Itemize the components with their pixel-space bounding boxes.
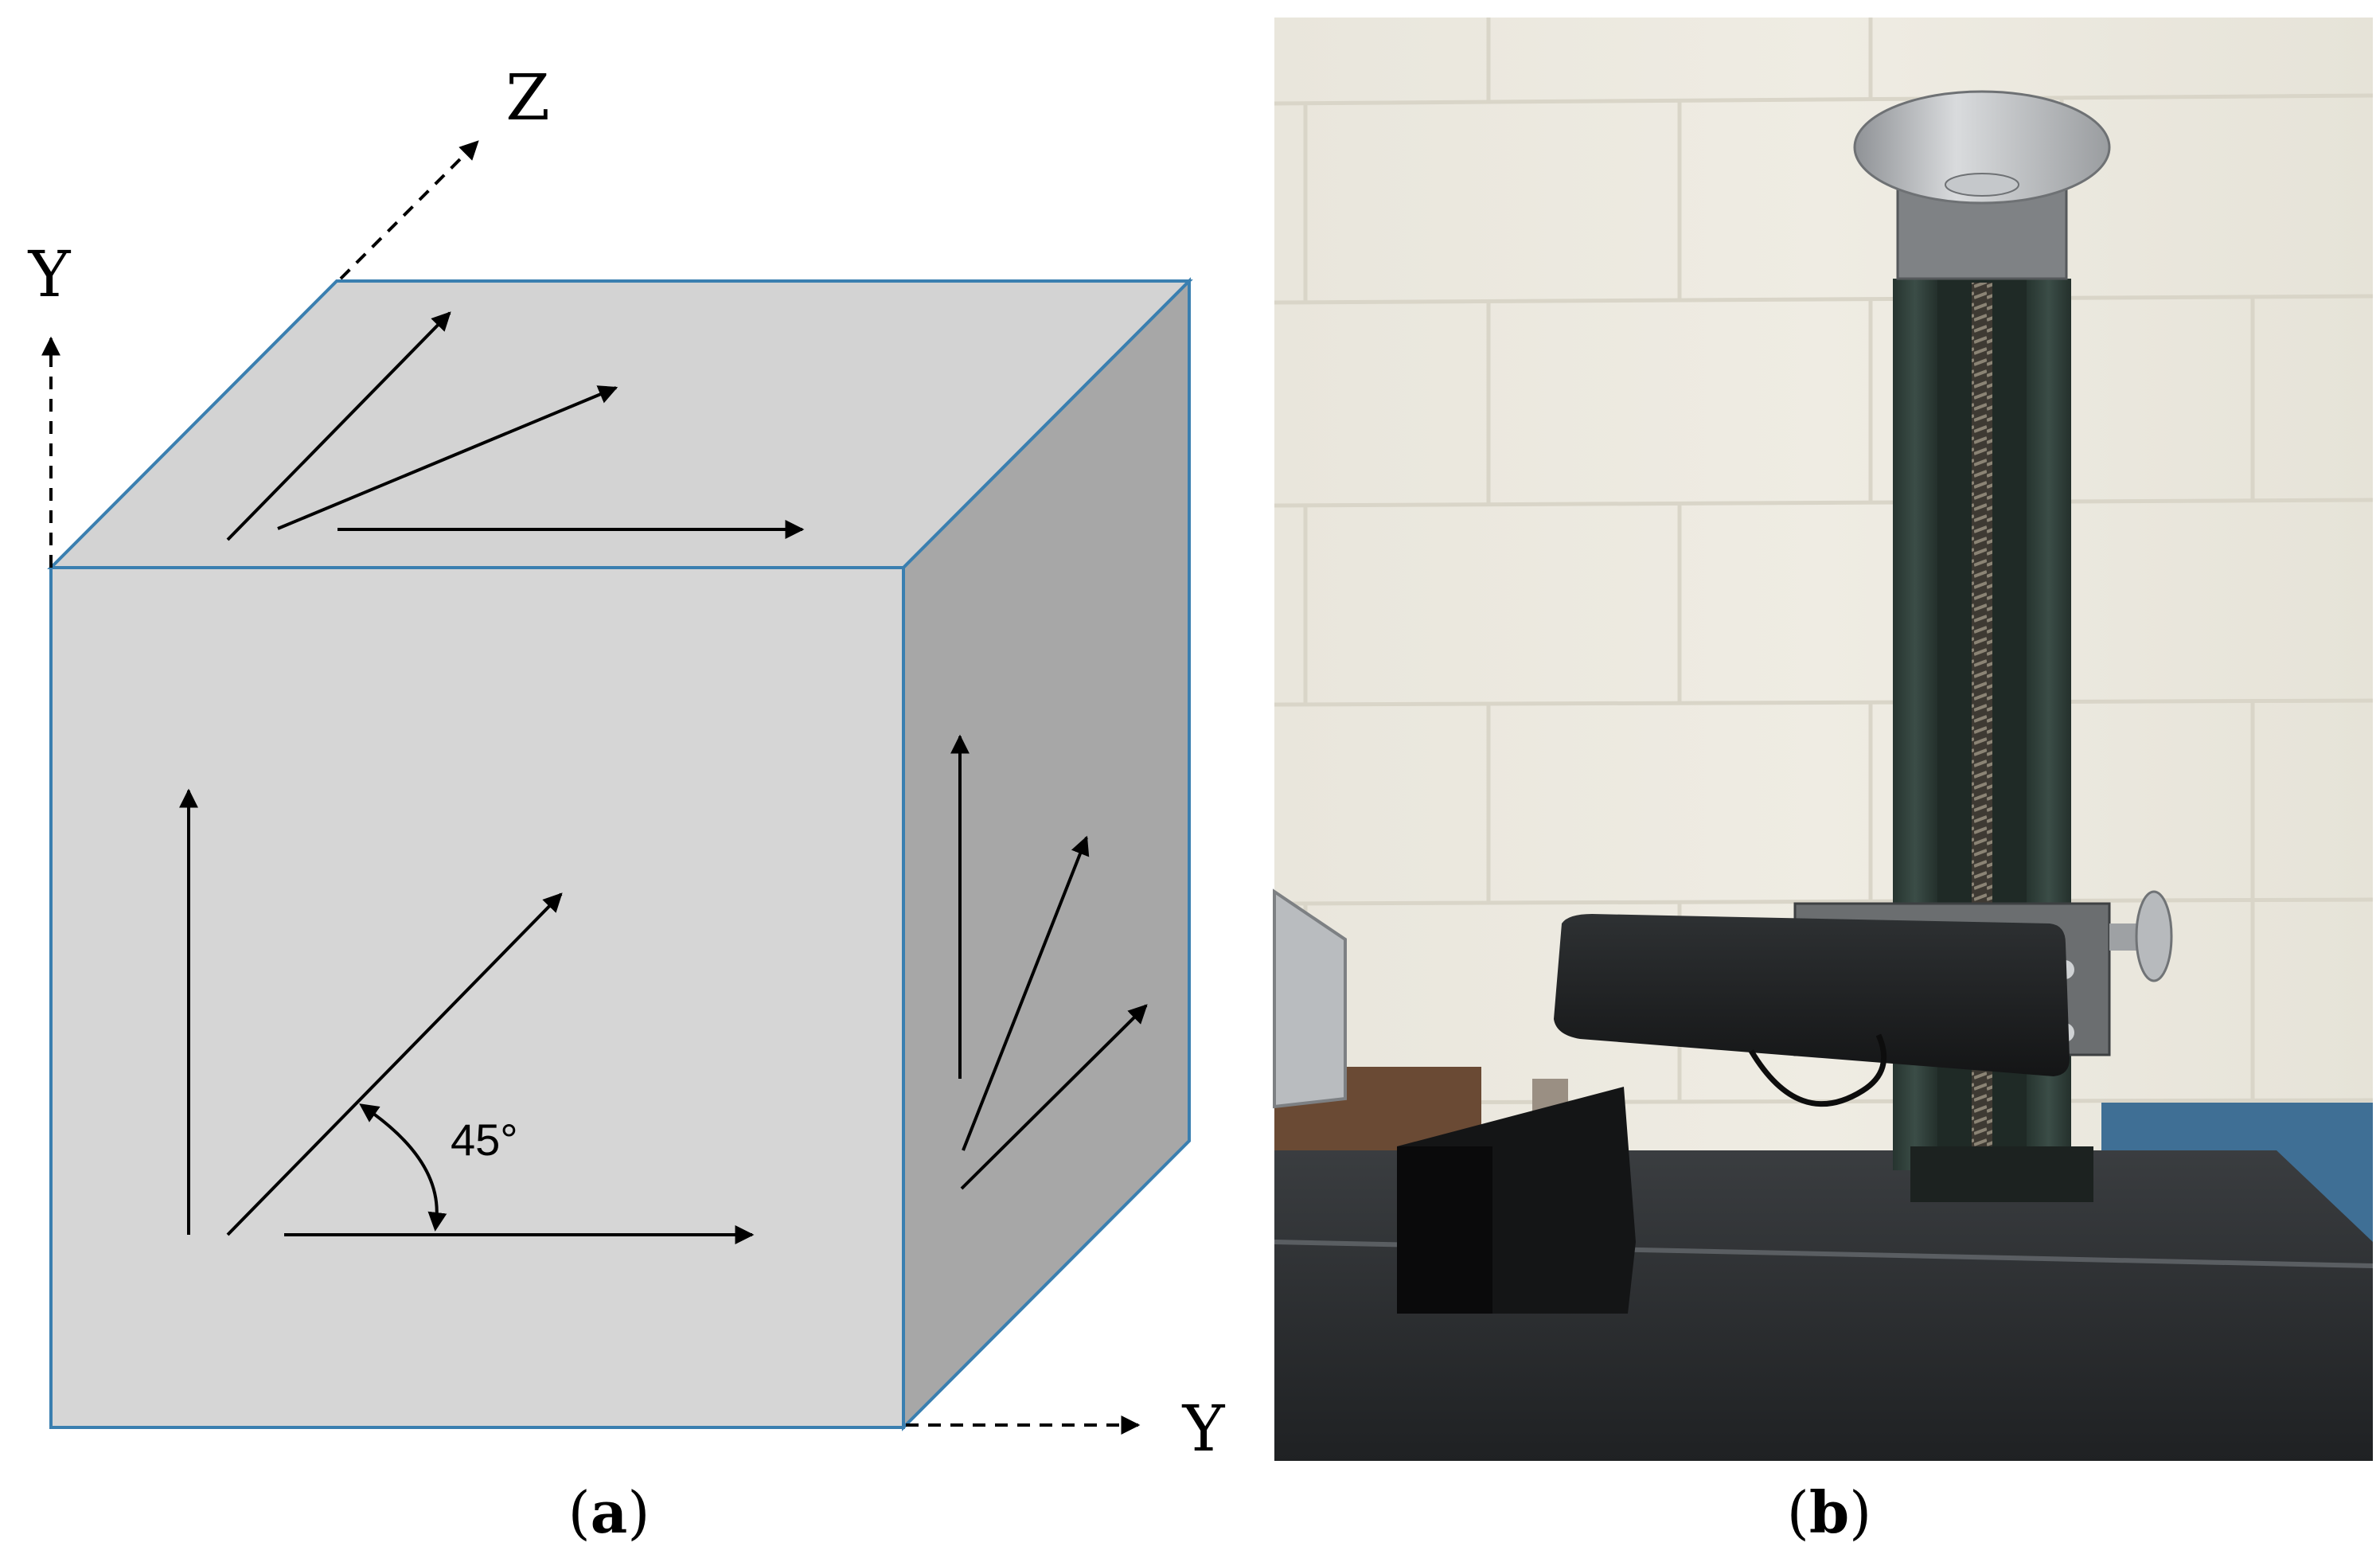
caption-b-open: (	[1787, 1479, 1809, 1546]
photo-metal-case	[1273, 888, 1347, 1109]
panel-b-photo	[1273, 18, 2374, 1461]
photo-cable	[1748, 1033, 1887, 1107]
axis-label-y-right: Y	[1182, 1392, 1226, 1466]
caption-a-open: (	[568, 1479, 591, 1546]
axis-label-y-top: Y	[28, 237, 72, 311]
photo-column-base	[1910, 1146, 2093, 1202]
angle-arc	[359, 1103, 447, 1232]
axis-label-z: Z	[505, 61, 550, 135]
top-arrow-diagonal-shallow	[277, 385, 618, 530]
photo-knob	[2135, 890, 2173, 982]
caption-b-letter: b	[1809, 1478, 1849, 1546]
photo-tester-box	[1554, 914, 2070, 1076]
photo-disk-hub	[1945, 173, 2019, 197]
caption-b-close: )	[1849, 1479, 1871, 1546]
caption-a: (a)	[568, 1478, 650, 1546]
front-arrow-diagonal-45	[226, 892, 563, 1236]
panel-a-diagram: Y Z Y 45°	[28, 61, 1226, 1466]
caption-b: (b)	[1787, 1478, 1872, 1546]
angle-label: 45°	[451, 1115, 518, 1165]
photo-top-block	[1896, 188, 2068, 280]
caption-a-letter: a	[591, 1478, 628, 1546]
axis-z-dashed	[339, 140, 479, 280]
photo-holder-front	[1397, 1146, 1492, 1314]
side-arrow-diagonal-shallow	[960, 1004, 1148, 1190]
caption-a-close: )	[627, 1479, 650, 1546]
photo-top-disk	[1853, 90, 2111, 205]
cube-front-face	[49, 566, 905, 1429]
side-arrow-diagonal-steep	[962, 835, 1090, 1151]
top-arrow-diagonal-steep	[226, 311, 451, 541]
